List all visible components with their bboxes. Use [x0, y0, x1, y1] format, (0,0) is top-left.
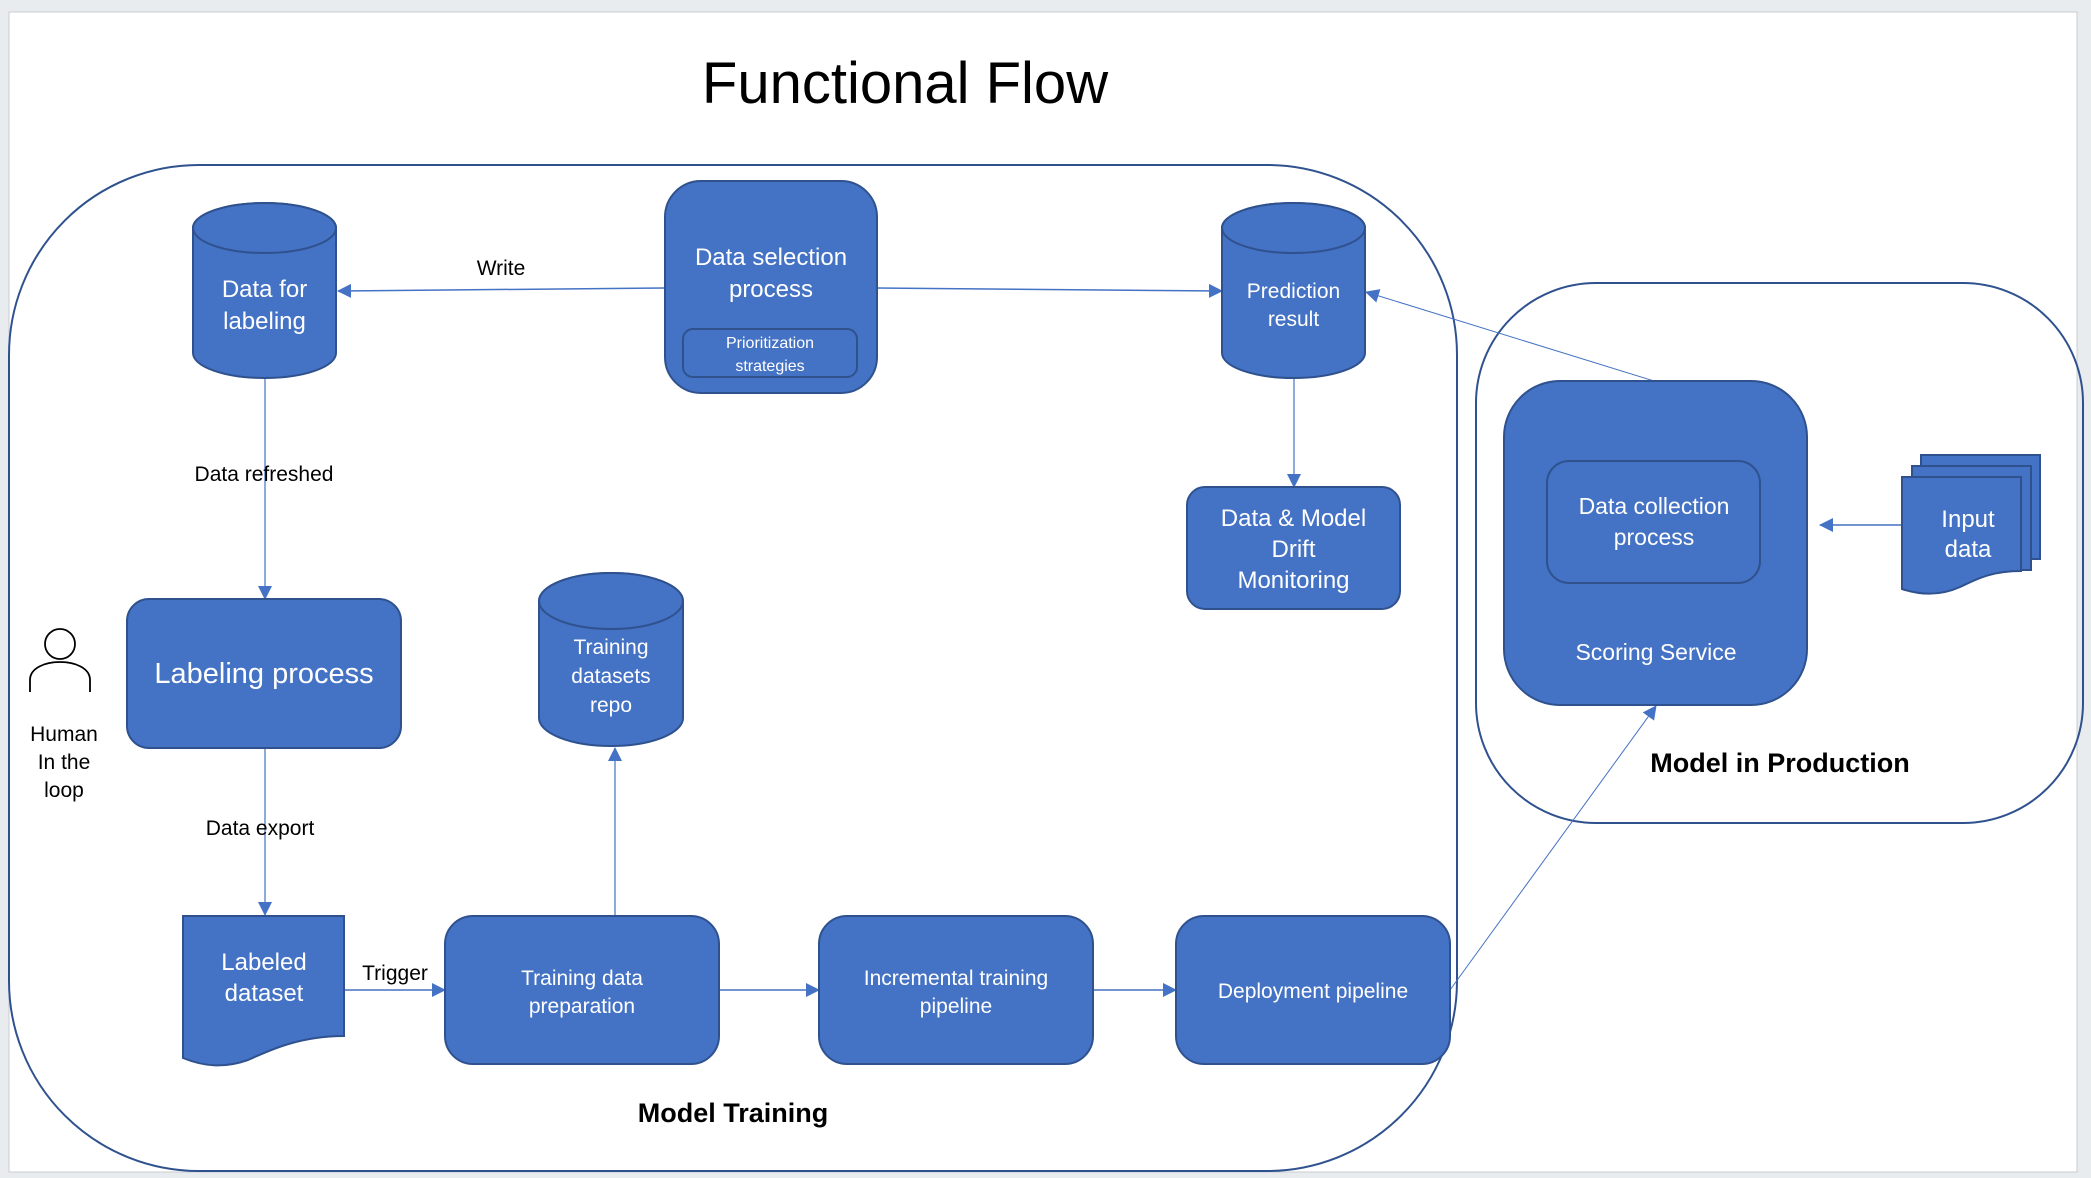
node-training-datasets-repo[interactable]: Training datasets repo — [538, 572, 684, 747]
node-label-line: Labeling process — [154, 658, 373, 690]
edge-deployment-to-scoring — [1449, 705, 1657, 991]
node-label-line: Labeled — [221, 949, 306, 976]
node-labeled-dataset[interactable]: Labeled dataset — [182, 915, 345, 1067]
node-label-line: Monitoring — [1237, 567, 1349, 594]
node-box — [1175, 915, 1451, 1065]
edge-label-data-refreshed: Data refreshed — [195, 463, 334, 486]
node-incremental-training-pipeline[interactable]: Incremental training pipeline — [818, 915, 1094, 1065]
edge-label-trigger: Trigger — [362, 962, 428, 985]
node-label-line: preparation — [529, 995, 635, 1018]
edge-label-data-export: Data export — [206, 817, 315, 840]
node-label-line: process — [1614, 524, 1695, 550]
node-label-line: Training data — [521, 967, 643, 990]
edge-label-write: Write — [477, 257, 526, 280]
cylinder-top — [538, 572, 684, 630]
node-label-line: dataset — [225, 980, 304, 1007]
node-training-data-preparation[interactable]: Training data preparation — [444, 915, 720, 1065]
node-deployment-pipeline[interactable]: Deployment pipeline — [1175, 915, 1451, 1065]
document-shape — [182, 915, 345, 1067]
actor-label-line: Human — [30, 723, 98, 746]
data-collection-process-box[interactable] — [1546, 460, 1761, 584]
node-label-line: labeling — [223, 308, 306, 335]
model-in-production-container — [1475, 282, 2084, 824]
node-label-line: Data for — [222, 276, 307, 303]
node-prediction-result[interactable]: Prediction result — [1221, 202, 1366, 379]
connectors — [258, 283, 1901, 997]
actor-label-line: In the — [38, 751, 91, 774]
node-label-line: pipeline — [920, 995, 992, 1018]
node-label-line: datasets — [571, 665, 650, 688]
node-label-line: Data selection — [695, 244, 847, 271]
actor-label-line: loop — [44, 779, 84, 802]
node-label-line: Input — [1941, 506, 1995, 533]
node-label-line: Incremental training — [864, 967, 1048, 990]
node-scoring-service[interactable]: Data collection process Scoring Service — [1503, 380, 1808, 706]
actor-human-in-the-loop: Human In the loop — [29, 628, 98, 802]
node-box — [444, 915, 720, 1065]
model-training-container — [8, 164, 1458, 1172]
node-label-line: Deployment pipeline — [1218, 980, 1408, 1003]
person-icon — [29, 628, 91, 692]
edge-scoring-to-prediction — [1365, 289, 1655, 382]
cylinder-top — [1221, 202, 1366, 254]
node-label-line: Prediction — [1247, 280, 1340, 303]
node-data-selection-process[interactable]: Data selection process Prioritization st… — [664, 180, 878, 394]
prioritization-strategies-box[interactable] — [682, 328, 858, 378]
edge-write — [337, 283, 666, 298]
node-box — [126, 598, 402, 749]
node-label-line: Data collection — [1579, 493, 1730, 519]
node-label-line: repo — [590, 694, 632, 717]
edge-selection-to-prediction — [876, 283, 1223, 298]
node-label-line: Training — [573, 636, 648, 659]
model-training-label: Model Training — [638, 1098, 829, 1128]
node-label-line: strategies — [735, 358, 804, 375]
node-label-line: result — [1268, 308, 1320, 331]
document-front — [1901, 476, 2022, 595]
node-box — [818, 915, 1094, 1065]
model-in-production-label: Model in Production — [1650, 748, 1909, 778]
node-labeling-process[interactable]: Labeling process — [126, 598, 402, 749]
cylinder-top — [192, 202, 337, 254]
node-label-line: data — [1945, 536, 1992, 563]
node-label-line: Data & Model — [1221, 505, 1366, 532]
node-label-line: Prioritization — [726, 335, 814, 352]
node-box — [1186, 486, 1401, 610]
diagram-title: Functional Flow — [702, 51, 1109, 116]
node-data-for-labeling[interactable]: Data for labeling — [192, 202, 337, 379]
node-label-line: Drift — [1272, 536, 1316, 563]
node-input-data[interactable]: Input data — [1901, 454, 2041, 595]
node-label-line: Scoring Service — [1575, 639, 1736, 665]
node-drift-monitoring[interactable]: Data & Model Drift Monitoring — [1186, 486, 1401, 610]
node-label-line: process — [729, 276, 813, 303]
